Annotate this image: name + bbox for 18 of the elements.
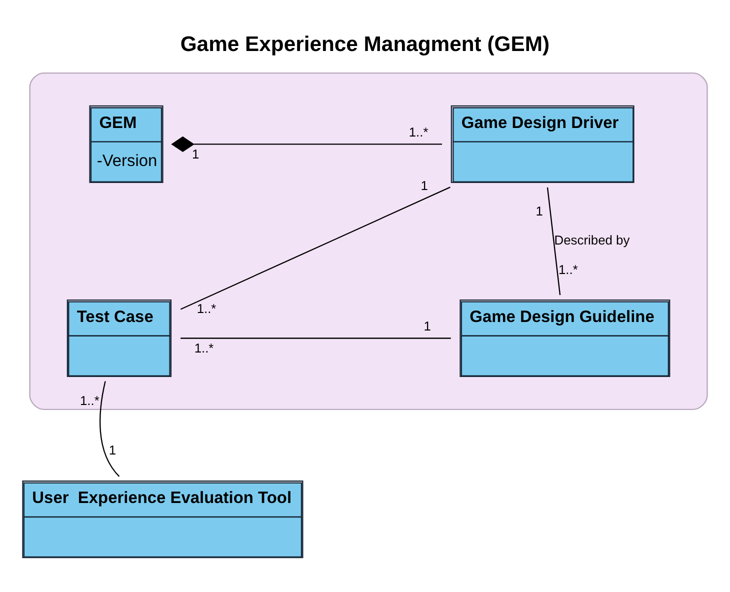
label: 1..*: [80, 392, 100, 408]
connector: [180, 186, 450, 310]
connector: [546, 186, 561, 295]
label: 1: [420, 178, 428, 193]
label: 1: [108, 442, 116, 458]
label: 1..*: [408, 124, 428, 140]
connector: [180, 337, 451, 338]
label: 1..*: [196, 300, 216, 316]
label: 1: [536, 202, 543, 218]
connector: [99, 380, 120, 476]
label: 1: [192, 146, 200, 161]
diagram-title: Game Experience Managment (GEM): [180, 32, 550, 56]
edge-label: Described by: [554, 232, 630, 248]
connector: [171, 136, 442, 152]
label: 1..*: [558, 261, 578, 276]
cluster: [29, 72, 708, 410]
label: 1: [424, 318, 431, 334]
label: 1..*: [194, 340, 214, 355]
